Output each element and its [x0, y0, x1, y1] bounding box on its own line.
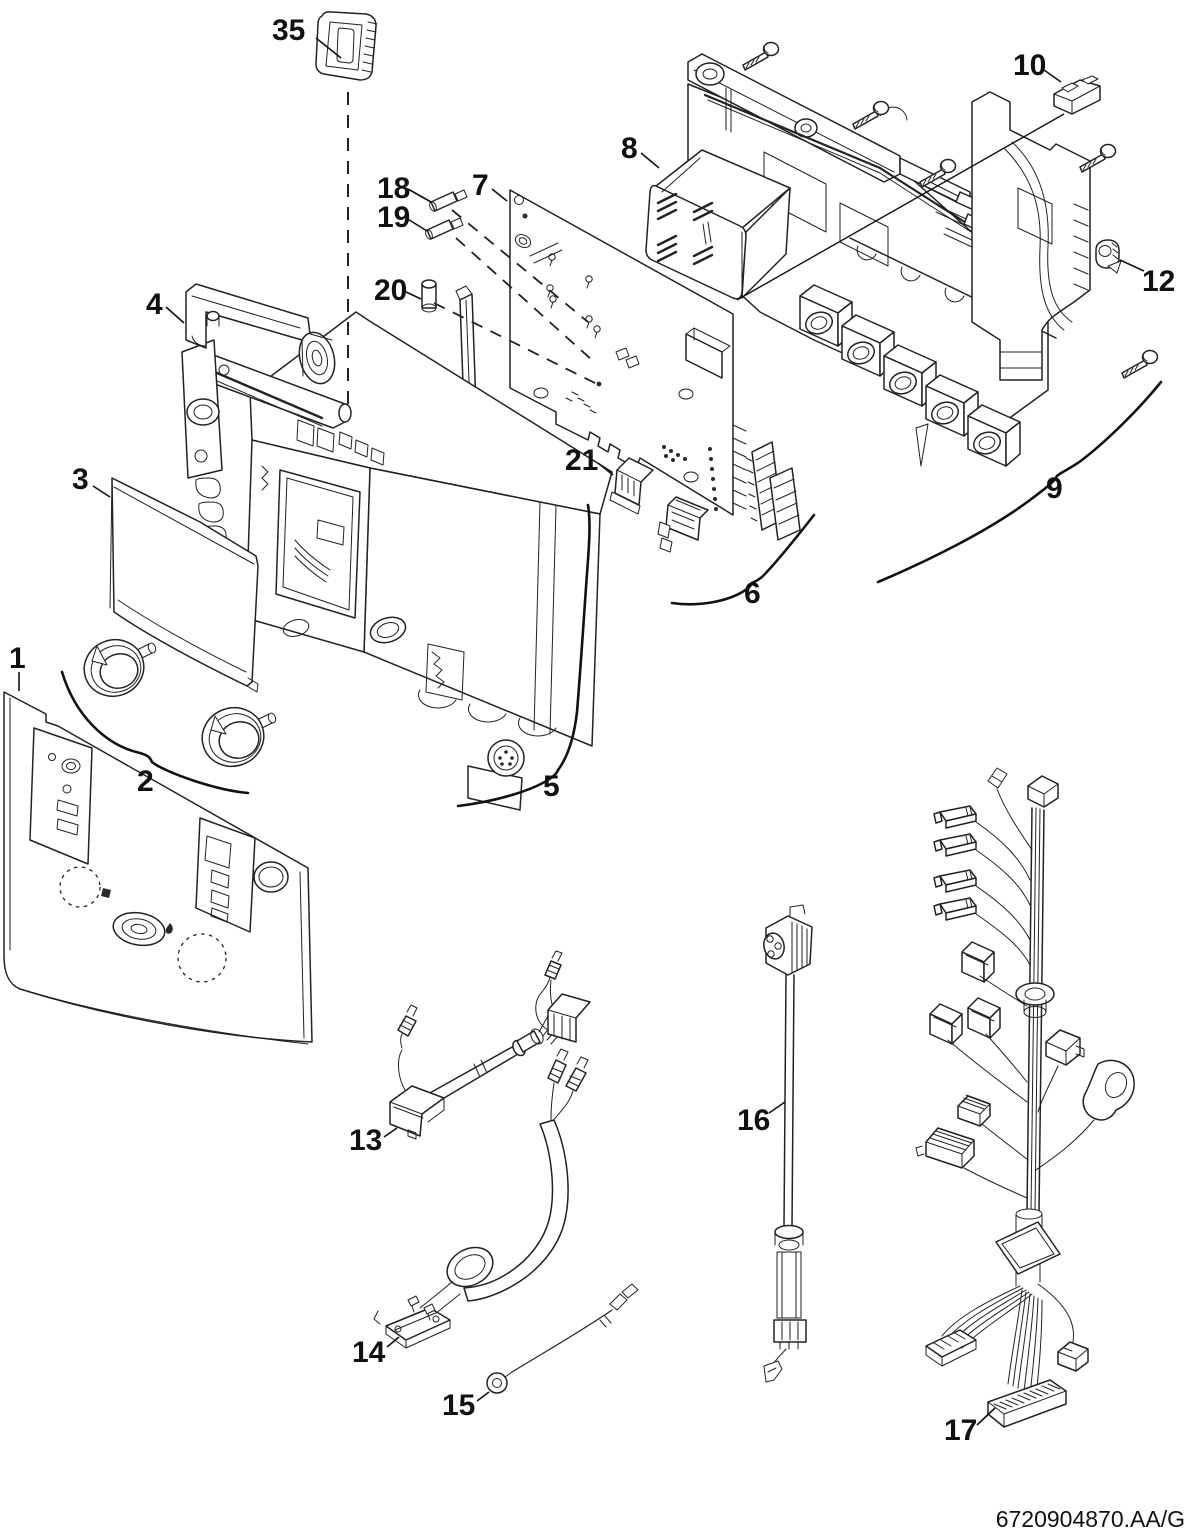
callout-17: 17 [944, 1414, 977, 1447]
right-bracket [971, 91, 1091, 381]
callout-labels: 35 18 19 20 7 8 10 12 4 3 21 6 9 1 2 5 1… [9, 14, 1175, 1447]
part-15-earth-wire [486, 1283, 639, 1394]
part-12-grommet [1095, 239, 1122, 274]
callout-8: 8 [621, 132, 638, 165]
doc-number: 6720904870.AA/G [996, 1506, 1185, 1532]
right-subpanel [195, 817, 256, 933]
callout-35: 35 [272, 14, 305, 47]
part-3-door [109, 477, 259, 693]
part-7-pcb [509, 189, 747, 516]
part-16-cable [763, 904, 813, 1383]
callout-2: 2 [137, 765, 154, 798]
callout-4: 4 [146, 288, 163, 321]
callout-9: 9 [1046, 472, 1063, 505]
rear-housing [687, 53, 1091, 467]
callout-7: 7 [472, 169, 489, 202]
part-6-terminal-blocks [657, 441, 801, 553]
callout-14: 14 [352, 1336, 386, 1369]
group-braces [60, 380, 1163, 808]
callout-13: 13 [349, 1124, 382, 1157]
callout-16: 16 [737, 1104, 770, 1137]
part-20-fuse [421, 279, 598, 385]
pcb-standoffs [546, 253, 601, 339]
knob [83, 639, 157, 697]
part-1-front-panel [3, 691, 313, 1045]
part-18-fuse [429, 189, 589, 323]
callout-10: 10 [1013, 49, 1046, 82]
part-5-control-box [181, 311, 613, 811]
part-13-cable [389, 950, 591, 1140]
part-10-connector [736, 75, 1101, 301]
part-2-knobs [83, 639, 277, 767]
leader-lines [18, 37, 1145, 1426]
part-8-transformer [645, 149, 791, 300]
callout-19: 19 [377, 201, 410, 234]
part-14-electrode-cable [373, 1048, 589, 1349]
part-21-connector [609, 457, 654, 515]
logo-oval [112, 911, 166, 947]
callout-15: 15 [442, 1389, 475, 1422]
pcb-pads [596, 381, 718, 511]
callout-1: 1 [9, 642, 26, 675]
part-35-clip [315, 11, 378, 414]
callout-21: 21 [565, 444, 598, 477]
callout-20: 20 [374, 274, 407, 307]
callout-3: 3 [72, 463, 89, 496]
left-subpanel [29, 727, 93, 865]
part-17-harness [915, 767, 1135, 1428]
knob [201, 707, 277, 767]
callout-6: 6 [744, 577, 761, 610]
callout-5: 5 [543, 770, 560, 803]
callout-12: 12 [1142, 265, 1175, 298]
callout-18: 18 [377, 172, 410, 205]
part-4-bracket [185, 283, 336, 385]
part-19-fuse [425, 217, 593, 361]
